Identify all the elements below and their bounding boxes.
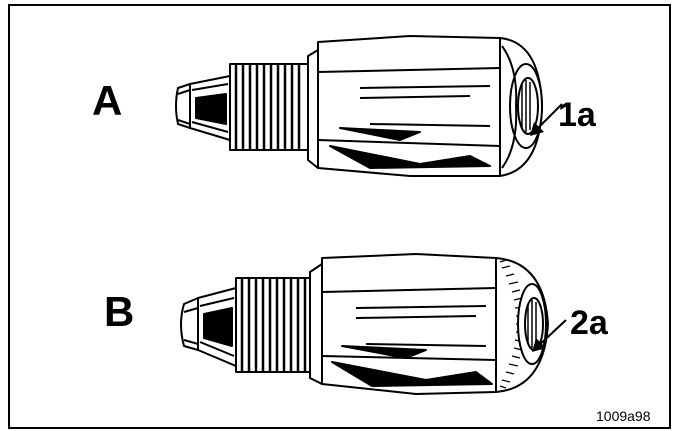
callout-arrow-2a	[532, 319, 567, 352]
label-a: A	[92, 77, 123, 124]
tube-connector-fitting-icon	[175, 35, 543, 177]
tube-connector-fitting-knurled-icon	[180, 253, 549, 395]
callout-1a: 1a	[558, 96, 596, 134]
callout-2a: 2a	[570, 304, 608, 342]
figure-code: 1009a98	[596, 408, 651, 424]
label-b: B	[104, 288, 135, 335]
callout-arrow-1a	[530, 103, 563, 136]
